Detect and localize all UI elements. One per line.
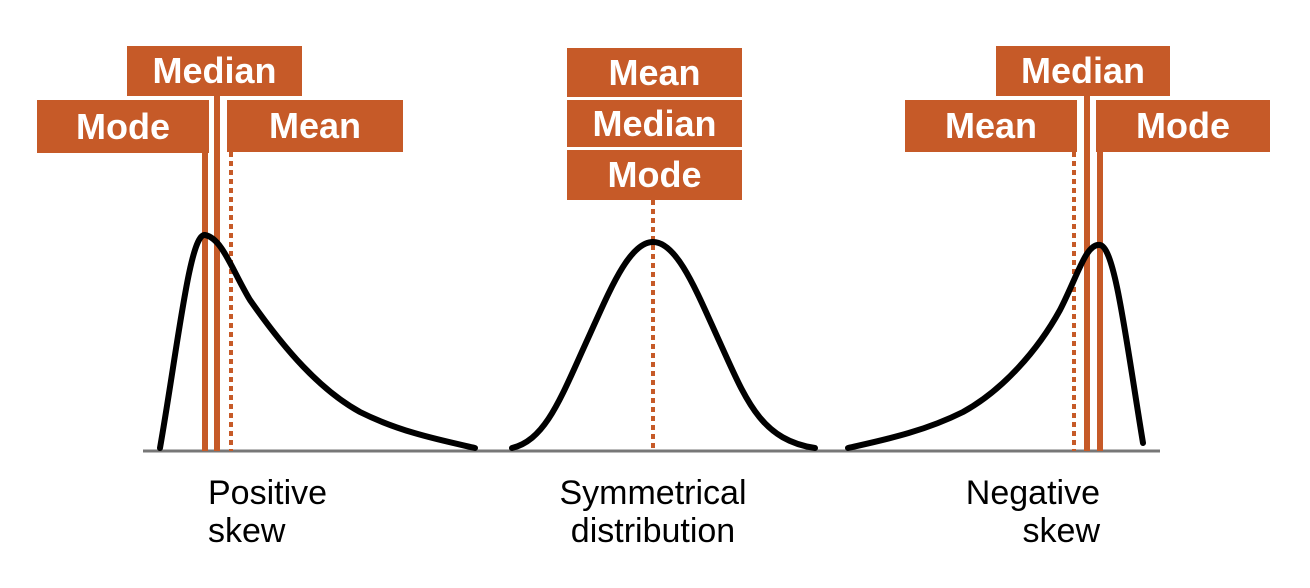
symmetrical-caption-line2: distribution	[570, 512, 736, 550]
negative-mean-text: Mean	[944, 105, 1038, 146]
positive-skew-panel	[157, 96, 478, 451]
positive-caption-line2: skew	[208, 512, 286, 550]
symmetrical-median-label: Median	[567, 100, 742, 147]
negative-mode-label: Mode	[1096, 100, 1270, 152]
symmetrical-curve	[509, 238, 818, 451]
negative-skew-curve	[845, 242, 1146, 451]
symmetrical-caption-line1: Symmetrical	[559, 474, 747, 512]
negative-median-text: Median	[1020, 50, 1145, 91]
positive-mean-label: Mean	[227, 100, 403, 152]
symmetrical-panel	[509, 200, 818, 451]
positive-caption-line1: Positive	[208, 474, 328, 512]
negative-mean-label: Mean	[905, 100, 1077, 152]
symmetrical-caption: Symmetrical distribution	[533, 474, 773, 550]
symmetrical-median-text: Median	[592, 102, 717, 144]
positive-mode-text: Mode	[76, 105, 170, 147]
negative-skew-panel	[845, 96, 1146, 451]
positive-median-label: Median	[127, 46, 302, 96]
symmetrical-mean-label: Mean	[567, 48, 742, 97]
negative-caption-line2: skew	[1022, 512, 1100, 550]
positive-median-text: Median	[152, 50, 277, 91]
negative-median-label: Median	[996, 46, 1170, 96]
positive-skew-curve	[157, 232, 478, 451]
negative-skew-caption: Negative skew	[900, 474, 1100, 550]
symmetrical-mode-label: Mode	[567, 150, 742, 200]
symmetrical-mode-text: Mode	[607, 154, 702, 195]
symmetrical-mean-text: Mean	[608, 51, 701, 93]
negative-caption-line1: Negative	[965, 474, 1100, 512]
negative-mode-text: Mode	[1136, 105, 1230, 146]
positive-mode-label: Mode	[37, 100, 209, 153]
positive-mean-text: Mean	[268, 105, 362, 146]
positive-skew-caption: Positive skew	[208, 474, 408, 550]
